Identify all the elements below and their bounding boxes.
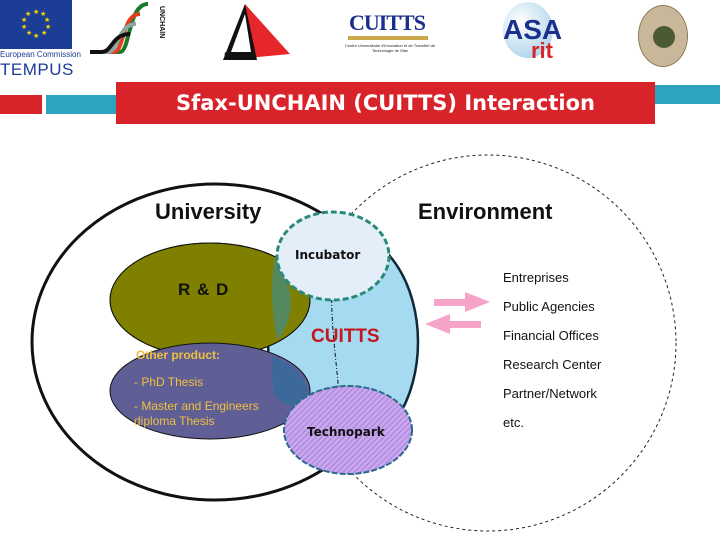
technopark-ellipse (283, 385, 413, 475)
svg-text:★: ★ (25, 10, 31, 18)
eu-stars-icon: ★★★ ★★★ ★★★ ★ (21, 8, 51, 40)
bidirectional-arrows-icon (425, 292, 490, 334)
eu-flag-logo: ★★★ ★★★ ★★★ ★ (0, 0, 72, 49)
master-thesis-item: - Master and Engineers diploma Thesis (134, 399, 259, 428)
university-label: University (155, 199, 262, 224)
technopark-label: Technopark (307, 425, 385, 439)
title-banner: Sfax-UNCHAIN (CUITTS) Interaction (116, 82, 655, 124)
environment-label: Environment (418, 199, 553, 224)
title-band-left-red (0, 95, 42, 114)
rit-logo-text: rit (531, 38, 553, 63)
unchain-logo: UNCHAIN (90, 2, 165, 54)
env-item-partner-network: Partner/Network (503, 386, 597, 401)
page-title: Sfax-UNCHAIN (CUITTS) Interaction (176, 91, 595, 115)
svg-text:★: ★ (40, 10, 46, 18)
svg-text:UNCHAIN: UNCHAIN (158, 6, 165, 38)
incubator-label: Incubator (295, 248, 361, 262)
other-product-heading: Other product: (136, 348, 220, 362)
other-product-ellipse (109, 342, 311, 440)
cuitts-logo-text: CUITTS (349, 10, 426, 35)
title-band-right-teal (655, 85, 720, 104)
svg-text:★: ★ (33, 32, 39, 40)
tempus-text: TEMPUS (0, 60, 74, 79)
asa-logo-text: ASA (503, 14, 563, 45)
svg-text:★: ★ (44, 16, 50, 24)
cuitts-label: CUITTS (311, 326, 380, 347)
rd-label: R & D (178, 280, 230, 299)
svg-text:★: ★ (41, 29, 47, 37)
env-item-entreprises: Entreprises (503, 270, 569, 285)
incubator-ellipse (275, 210, 391, 302)
asa-bubble-icon (503, 2, 553, 58)
title-band-left-teal (46, 95, 116, 114)
cuitts-logo-bar (348, 36, 428, 40)
enis-logo: ENIS (223, 4, 290, 62)
svg-text:★: ★ (21, 23, 27, 31)
env-item-financial-offices: Financial Offices (503, 328, 599, 343)
env-item-etc: etc. (503, 415, 524, 430)
env-item-public-agencies: Public Agencies (503, 299, 595, 314)
svg-text:★: ★ (33, 8, 39, 16)
eu-commission-text: European Commission (0, 50, 81, 59)
svg-text:★: ★ (45, 23, 51, 31)
svg-text:★: ★ (21, 16, 27, 24)
olive-tree-icon (653, 26, 675, 48)
svg-text:ENIS: ENIS (224, 51, 250, 62)
env-item-research-center: Research Center (503, 357, 602, 372)
phd-thesis-item: - PhD Thesis (134, 375, 204, 389)
svg-text:★: ★ (26, 29, 32, 37)
cuitts-logo-subtitle: Centre Universitaire d'Innovation et de … (344, 43, 436, 53)
